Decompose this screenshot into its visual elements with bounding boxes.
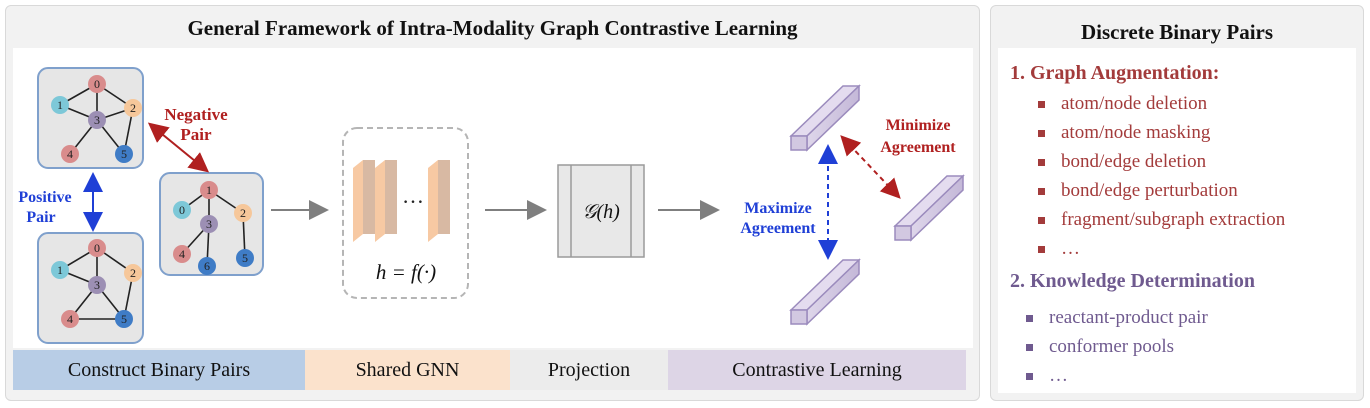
negative-pair-arrow: [147, 122, 210, 173]
maximize-label-2: Agreement: [740, 220, 816, 237]
node-label: 0: [179, 203, 185, 217]
node-label: 2: [130, 266, 136, 280]
diagram-area: 0 1 2 3 4 5 0 1: [13, 48, 973, 348]
minimize-label-1: Minimize: [886, 117, 951, 134]
node-label: 2: [130, 101, 136, 115]
node-label: 1: [57, 98, 63, 112]
bullet-icon: [1038, 216, 1045, 224]
bullet-icon: [1038, 100, 1045, 108]
node-label: 1: [57, 263, 63, 277]
node-label: 5: [121, 312, 127, 326]
node-label: 3: [94, 113, 100, 127]
gnn-formula: h = f(·): [376, 260, 436, 284]
list-item: …: [1026, 365, 1068, 387]
node-label: 4: [67, 147, 73, 161]
minimize-arrow: [840, 135, 901, 199]
positive-pair-label-2: Pair: [26, 209, 55, 226]
node-label: 4: [179, 247, 185, 261]
node-label: 4: [67, 312, 73, 326]
framework-diagram: 0 1 2 3 4 5 0 1: [18, 67, 965, 344]
positive-pair-label-1: Positive: [18, 189, 71, 206]
negative-pair-label-1: Negative: [164, 105, 228, 124]
bullet-icon: [1038, 158, 1045, 166]
negative-pair-label-2: Pair: [180, 125, 212, 144]
node-label: 0: [94, 77, 100, 91]
graph-top: 0 1 2 3 4 5: [37, 67, 144, 169]
list-item: atom/node masking: [1038, 122, 1210, 144]
projection-formula: 𝒢(h): [582, 201, 620, 223]
node-label: 1: [206, 183, 212, 197]
embedding-right: [893, 174, 965, 242]
list-item: …: [1038, 238, 1080, 260]
list-item: fragment/subgraph extraction: [1038, 209, 1285, 231]
graph-right: 0 1 2 3 4 5 6: [159, 172, 264, 276]
list-item: bond/edge deletion: [1038, 151, 1206, 173]
bullet-icon: [1026, 314, 1033, 322]
minimize-label-2: Agreement: [880, 139, 956, 156]
list-item: reactant-product pair: [1026, 307, 1208, 329]
list-item: atom/node deletion: [1038, 93, 1207, 115]
bullet-icon: [1038, 187, 1045, 195]
node-label: 2: [240, 206, 246, 220]
node-label: 0: [94, 241, 100, 255]
stage-shared-gnn: Shared GNN: [305, 350, 510, 390]
stage-projection: Projection: [510, 350, 668, 390]
gnn-block: … h = f(·): [342, 127, 469, 299]
maximize-label-1: Maximize: [744, 200, 812, 217]
node-label: 3: [206, 217, 212, 231]
node-label: 5: [121, 147, 127, 161]
graph-bottom: 0 1 2 3 4 5: [37, 232, 144, 344]
binary-pairs-list: [998, 48, 1356, 393]
bullet-icon: [1026, 372, 1033, 380]
list-item: bond/edge perturbation: [1038, 180, 1238, 202]
projection-block: 𝒢(h): [557, 164, 645, 258]
node-label: 5: [242, 251, 248, 265]
gnn-ellipsis: …: [402, 183, 424, 208]
stage-construct-binary-pairs: Construct Binary Pairs: [13, 350, 305, 390]
bullet-icon: [1038, 129, 1045, 137]
binary-pairs-title: Discrete Binary Pairs: [1080, 20, 1274, 44]
node-label: 6: [204, 259, 210, 273]
framework-title: General Framework of Intra-Modality Grap…: [187, 16, 798, 40]
stage-contrastive-learning: Contrastive Learning: [668, 350, 966, 390]
list-item: conformer pools: [1026, 336, 1174, 358]
bullet-icon: [1026, 343, 1033, 351]
node-label: 3: [94, 278, 100, 292]
bullet-icon: [1038, 245, 1045, 253]
embedding-bottom: [789, 258, 861, 326]
embedding-top: [789, 84, 861, 152]
graph-augmentation-heading: 1. Graph Augmentation:: [1010, 62, 1220, 84]
knowledge-determination-heading: 2. Knowledge Determination: [1010, 270, 1255, 292]
